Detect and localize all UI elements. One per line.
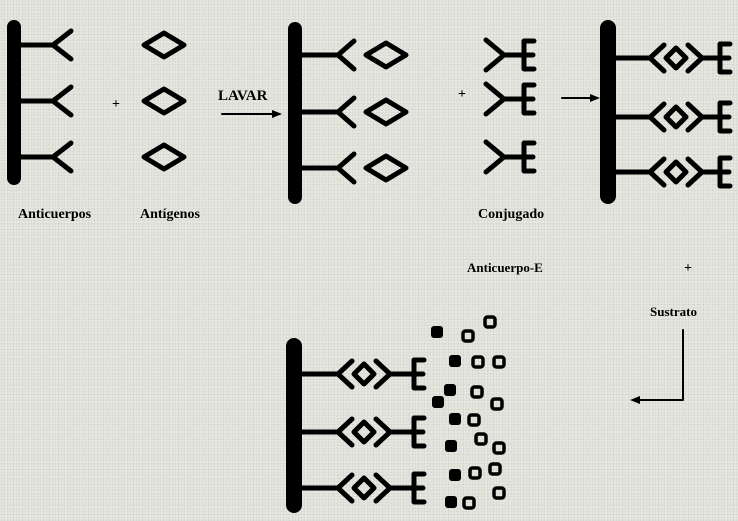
panel-antigens: Antígenos	[140, 33, 200, 222]
antigen-icon	[144, 145, 184, 169]
product-molecules	[431, 326, 461, 508]
panel-result	[286, 315, 506, 513]
antibody-icon	[18, 140, 74, 174]
panel-antibodies: Anticuerpos	[7, 20, 92, 222]
panel-bound-antigen	[288, 22, 406, 204]
antibody-icon	[18, 28, 74, 62]
solid-phase-bar	[600, 20, 616, 204]
plus-sign: +	[458, 87, 466, 102]
wash-step: LAVAR	[218, 88, 282, 118]
label-wash: LAVAR	[218, 88, 268, 104]
label-conjugate: Conjugado	[478, 207, 544, 222]
plus-sign: +	[112, 97, 120, 112]
panel-conjugate: Conjugado Anticuerpo-E	[467, 37, 544, 275]
conjugate-icon	[483, 139, 534, 175]
antibody-icon	[18, 84, 74, 118]
antigen-icon	[144, 33, 184, 57]
solid-phase-bar	[286, 338, 302, 513]
label-substrate: Sustrato	[650, 304, 697, 319]
label-antibody-enzyme: Anticuerpo-E	[467, 260, 543, 275]
substrate-molecules	[461, 315, 506, 510]
label-antibodies: Anticuerpos	[18, 207, 92, 222]
label-antigens: Antígenos	[140, 207, 200, 222]
solid-phase-bar	[288, 22, 302, 204]
antigen-icon	[144, 89, 184, 113]
solid-phase-bar	[7, 20, 21, 185]
conjugate-icon	[483, 81, 534, 117]
conjugate-icon	[483, 37, 534, 73]
panel-sandwich	[600, 20, 730, 204]
plus-sign: +	[684, 261, 692, 276]
